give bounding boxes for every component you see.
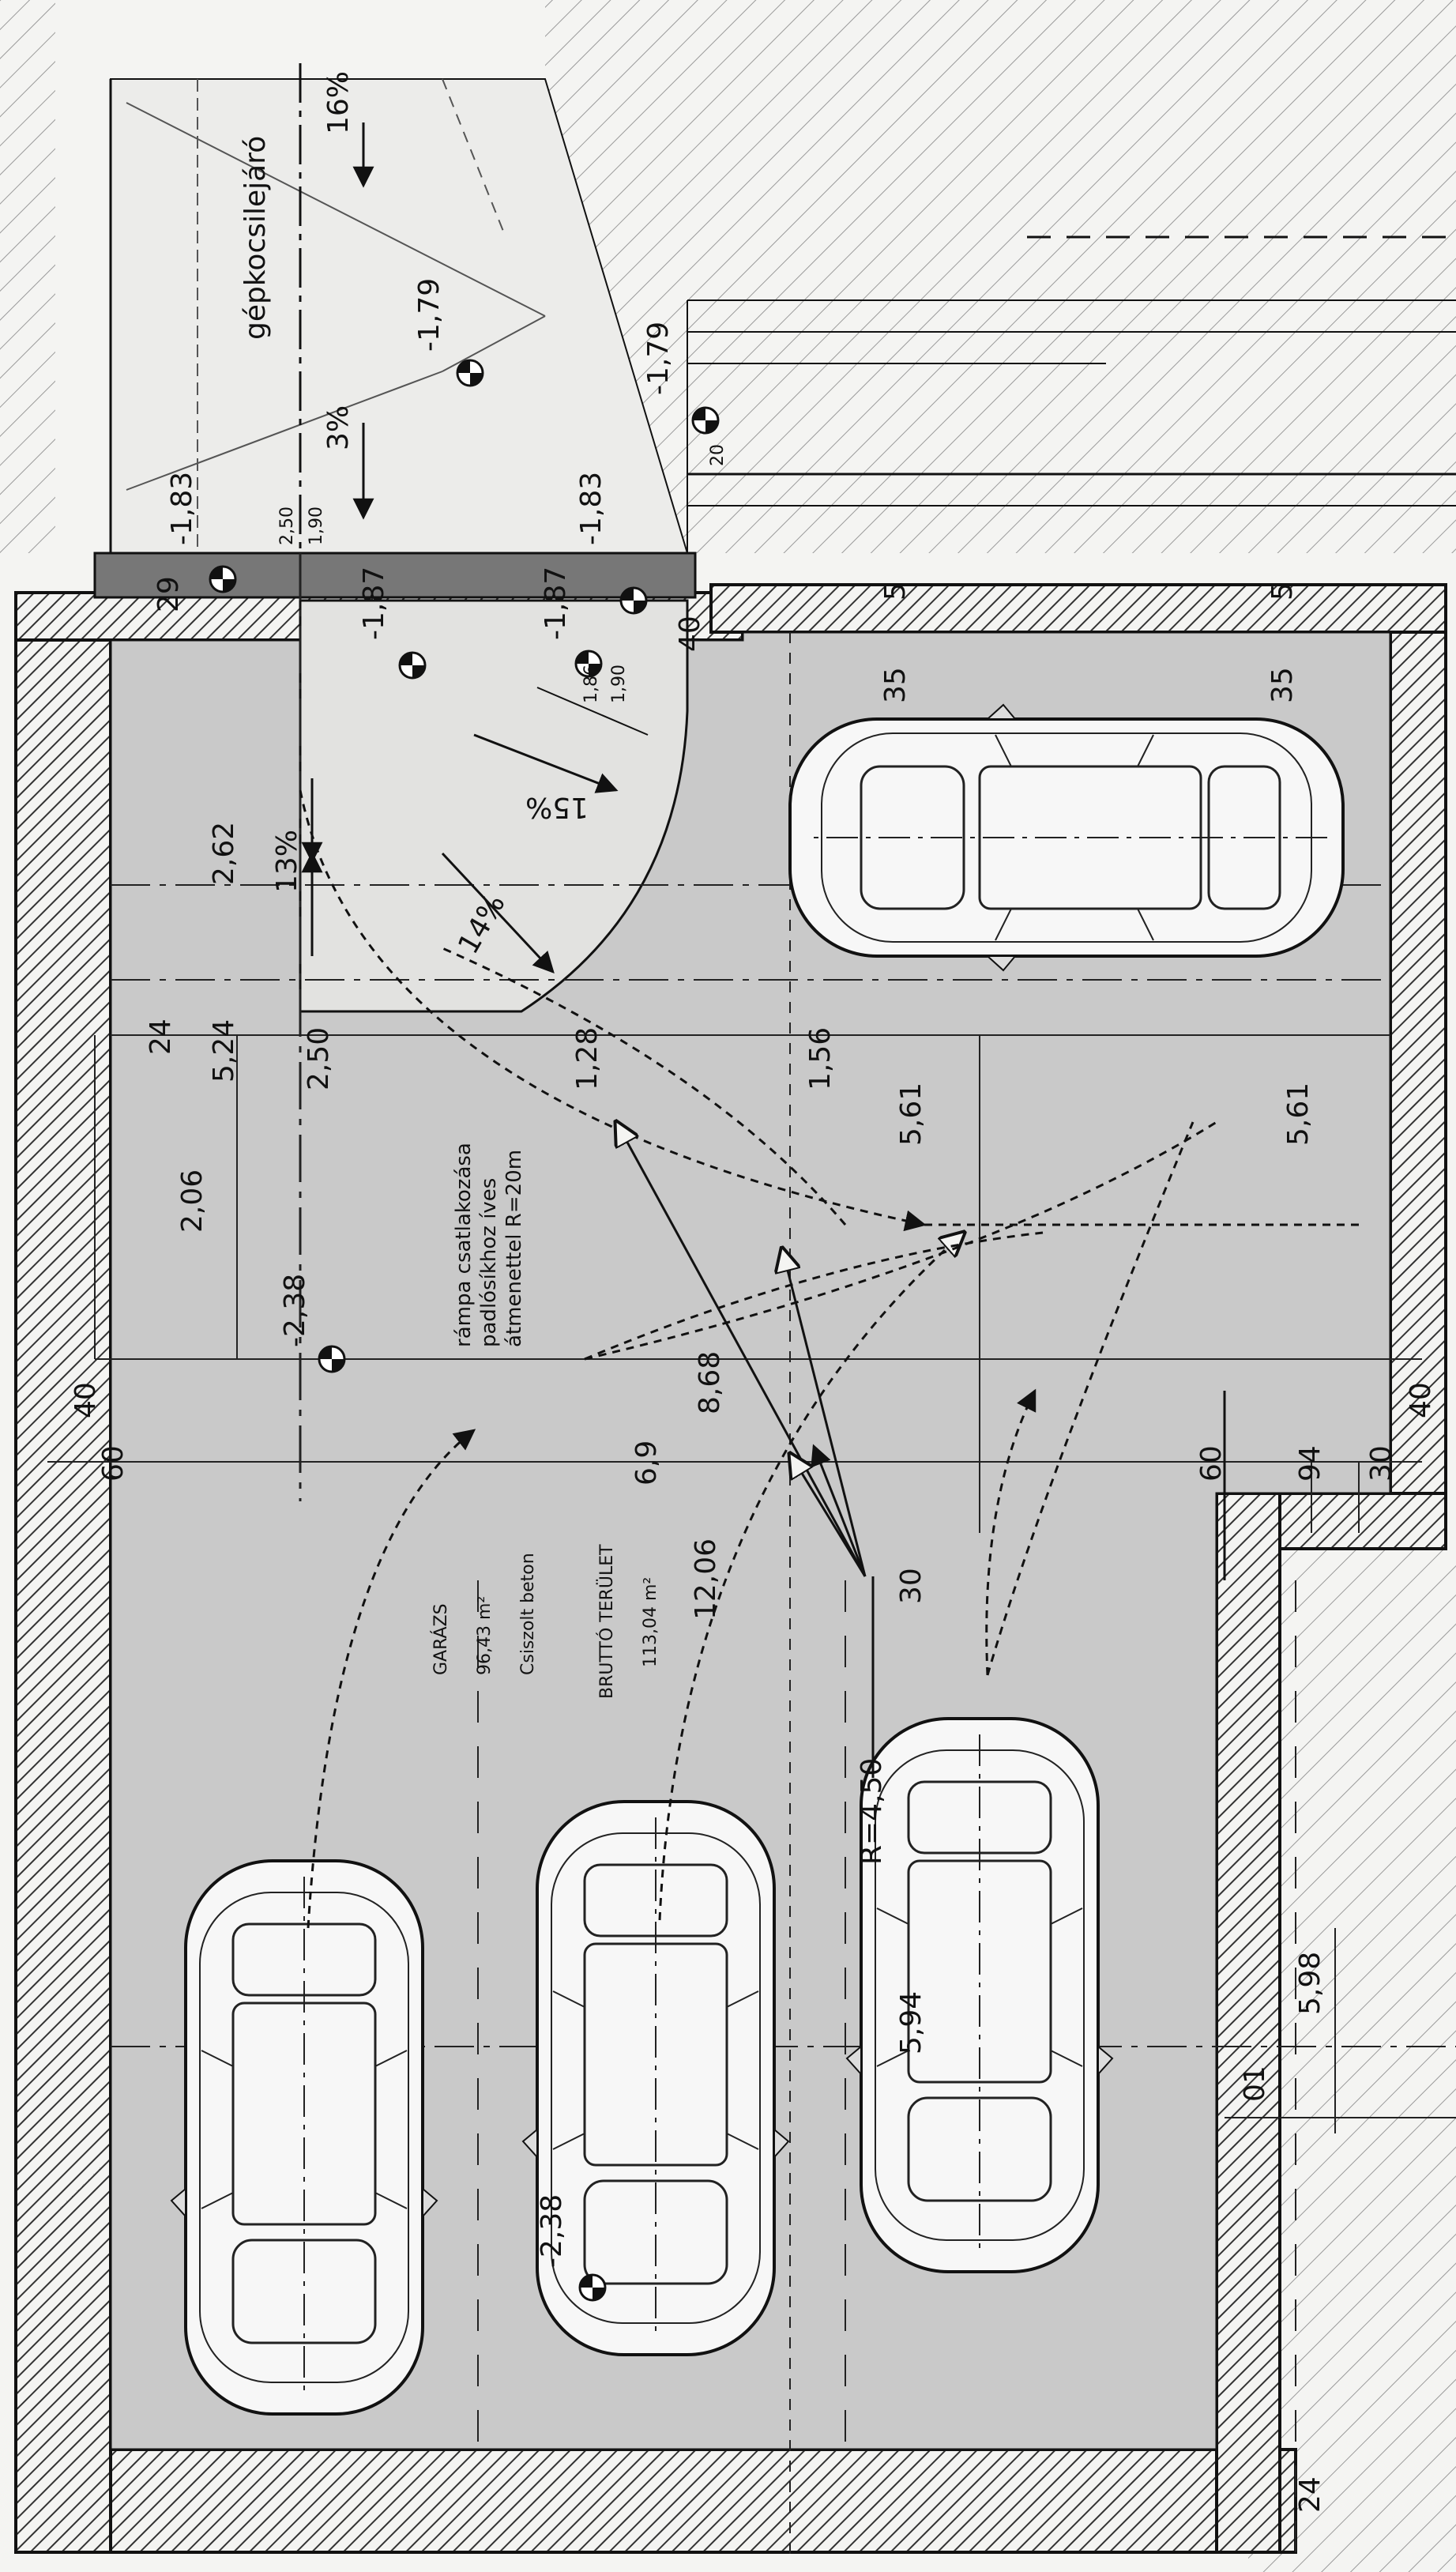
dim-40a: 40 [674,616,706,652]
gross-area-name: BRUTTÓ TERÜLET [596,1544,617,1699]
dim-40b: 40 [70,1382,102,1418]
dim-5b: 5 [1266,582,1299,601]
car-bottom-middle [521,1800,790,2356]
garage-area: 96,43 m² [475,1596,495,1675]
dim-1206: 12,06 [690,1538,722,1620]
manoeuvre-paths [299,789,1359,1929]
level-179a: -1,79 [413,278,446,352]
slope-3: 3% [322,405,355,450]
small-186: 1,86 [581,665,601,703]
level-187a: -1,87 [358,567,390,640]
driveway-label: gépkocsilejáró [239,136,272,340]
level-238a: -2,38 [279,1274,311,1347]
level-183b: -1,83 [575,472,608,545]
dim-594: 5,94 [895,1991,927,2054]
driveway [109,63,1456,554]
level-238b: -2,38 [536,2194,568,2268]
dim-598: 5,98 [1294,1952,1326,2015]
small-190b: 1,90 [609,665,629,703]
dim-524: 5,24 [208,1019,240,1083]
ground-hatch-top [545,0,1456,553]
dim-206: 2,06 [176,1169,209,1233]
small-20: 20 [708,444,728,466]
level-markers [209,359,720,2302]
dimension-texts: 5 5 35 35 40 29 2,62 5,24 24 2,50 1,28 1… [70,576,1437,2513]
garage-name: GARÁZS [431,1603,451,1675]
dim-24b: 24 [1294,2476,1326,2513]
ramp-note-3: átmenettel R=20m [502,1150,526,1347]
dim-128: 1,28 [571,1027,604,1090]
level-179b: -1,79 [642,322,675,395]
dim-156: 1,56 [804,1027,837,1090]
radius-label: R=4,50 [856,1758,888,1865]
dim-01: 01 [1239,2066,1271,2102]
dim-5a: 5 [879,582,912,601]
small-190a: 1,90 [307,506,326,545]
car-top-right [788,703,1345,972]
slope-15: 15% [525,791,589,823]
slope-16: 16% [322,71,355,134]
small-250: 2,50 [277,506,297,545]
dim-561a: 5,61 [895,1083,927,1146]
slope-13: 13% [271,830,303,893]
dim-94: 94 [1294,1445,1326,1482]
dim-30b: 30 [1365,1445,1398,1482]
dim-24a: 24 [145,1019,177,1055]
dim-30a: 30 [895,1568,927,1604]
car-bottom-left [170,1859,438,2416]
dim-40c: 40 [1405,1382,1437,1418]
dim-868: 8,68 [694,1351,726,1414]
ramp-note-2: padlósíkhoz íves [477,1178,501,1347]
gross-area-value: 113,04 m² [641,1577,660,1667]
dim-561b: 5,61 [1282,1083,1315,1146]
ground-hatch-left [0,0,55,553]
dim-60a: 60 [97,1445,130,1482]
dim-69: 6,9 [630,1440,663,1486]
gate-strip [93,552,697,599]
level-187b: -1,87 [540,567,572,640]
dim-29: 29 [152,576,185,612]
dim-262: 2,62 [208,822,240,885]
dim-35b: 35 [1266,667,1299,703]
vectors [301,122,1226,1778]
dim-60b: 60 [1195,1445,1228,1482]
garage-floor-type: Csiszolt beton [518,1553,538,1675]
dim-35a: 35 [879,667,912,703]
dim-250: 2,50 [303,1027,335,1090]
ramp-note-1: rámpa csatlakozása [452,1143,476,1347]
ground-hatch-right [1248,1549,1456,2572]
level-183a: -1,83 [166,472,198,545]
